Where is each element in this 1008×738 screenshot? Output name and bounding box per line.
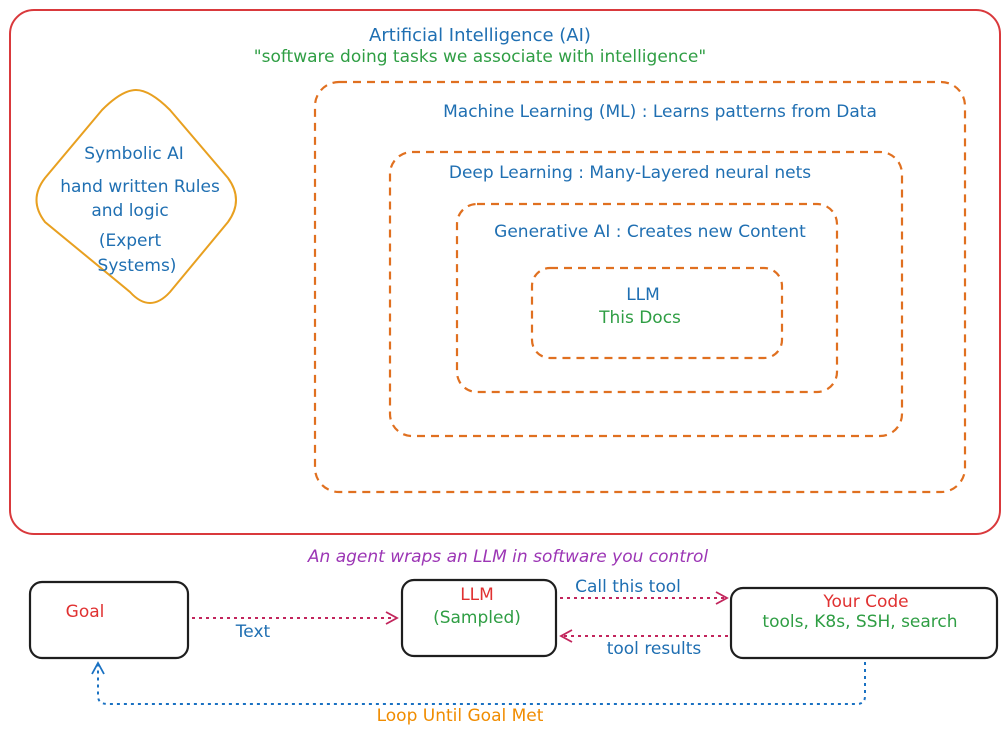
llm-inner-title: LLM: [626, 285, 660, 305]
llm-sampled-subtitle: (Sampled): [433, 608, 521, 628]
llm-sampled-box: [400, 578, 558, 658]
goal-box: [28, 580, 190, 660]
goal-label: Goal: [66, 602, 105, 622]
your-code-subtitle: tools, K8s, SSH, search: [762, 612, 957, 632]
llm-sampled-title: LLM: [460, 585, 494, 605]
genai-box: [455, 202, 839, 394]
symbolic-ai-line3: and logic: [91, 201, 168, 221]
ai-subtitle: "software doing tasks we associate with …: [254, 47, 706, 67]
your-code-title: Your Code: [822, 592, 908, 612]
ai-outer-box: [9, 9, 1001, 535]
symbolic-ai-line5: Systems): [98, 256, 177, 276]
genai-label: Generative AI : Creates new Content: [494, 222, 806, 242]
arrow-tool-results-label: tool results: [607, 639, 702, 659]
ml-box: [313, 80, 967, 494]
dl-label: Deep Learning : Many-Layered neural nets: [449, 163, 811, 183]
agent-caption: An agent wraps an LLM in software you co…: [307, 547, 708, 567]
arrow-loop: [91, 661, 866, 705]
ml-label: Machine Learning (ML) : Learns patterns …: [443, 102, 877, 122]
loop-label: Loop Until Goal Met: [377, 706, 544, 726]
symbolic-ai-title: Symbolic AI: [84, 144, 183, 164]
ai-title: Artificial Intelligence (AI): [369, 25, 591, 46]
llm-inner-subtitle: This Docs: [598, 308, 681, 328]
arrow-call-tool-label: Call this tool: [575, 577, 681, 597]
arrow-text-label: Text: [235, 622, 271, 642]
symbolic-ai-line2: hand written Rules: [60, 177, 220, 197]
llm-inner-box: [530, 266, 784, 360]
dl-box: [388, 150, 904, 438]
symbolic-ai-line4: (Expert: [99, 231, 162, 251]
your-code-box: [729, 586, 999, 660]
symbolic-ai-diamond: [35, 88, 237, 304]
